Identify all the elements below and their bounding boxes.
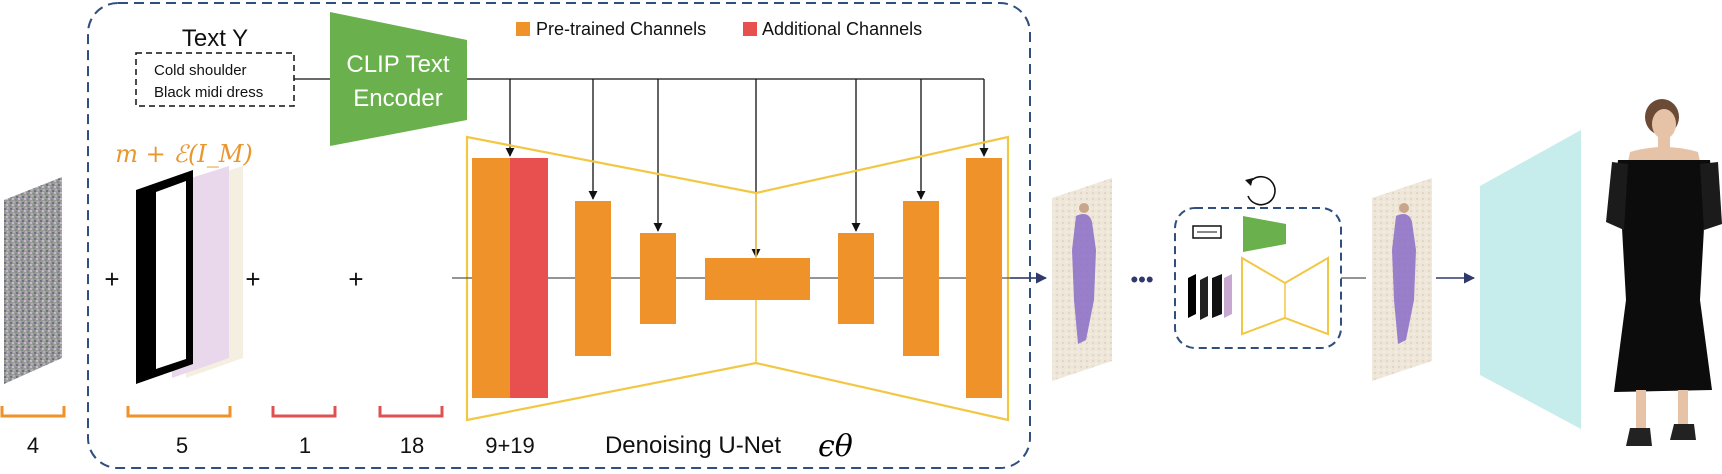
mini-input-stack-1 xyxy=(1188,274,1196,318)
count-unet-input: 9+19 xyxy=(485,433,535,458)
count-noise: 4 xyxy=(27,433,39,458)
encoder-label-line2: Encoder xyxy=(353,85,442,112)
text-input-title: Text Y xyxy=(182,25,248,52)
figure-head-1 xyxy=(1079,203,1089,213)
bracket-noise xyxy=(0,406,66,418)
noise-latent xyxy=(4,177,62,384)
legend-swatch-pretrained xyxy=(516,22,530,36)
unet-up-block-1 xyxy=(838,233,874,324)
black-dress xyxy=(1612,160,1716,392)
unet-down-block-1 xyxy=(575,201,611,356)
unet-input-block-pretrained xyxy=(472,158,510,398)
count-mask: 5 xyxy=(176,433,188,458)
clip-text-encoder xyxy=(330,12,467,146)
legend-label-pretrained: Pre-trained Channels xyxy=(536,19,706,39)
figure-head-2 xyxy=(1399,203,1409,213)
unet-label: Denoising U-Net xyxy=(605,432,781,459)
repeat-block-frame xyxy=(1174,207,1342,349)
dress-figure-1 xyxy=(1072,214,1096,344)
loop-arrowhead-icon xyxy=(1245,178,1253,186)
model-shoe-left xyxy=(1626,428,1652,446)
unet-input-block-additional xyxy=(510,158,548,398)
ellipsis: ••• xyxy=(1130,267,1153,292)
mini-input-stack-3 xyxy=(1212,274,1222,318)
text-input-line1: Cold shoulder xyxy=(154,62,247,79)
generated-image xyxy=(1606,99,1722,446)
plus-1: + xyxy=(104,264,119,294)
plus-3: + xyxy=(348,264,363,294)
bracket-one xyxy=(271,406,337,418)
mask-formula: m + ℰ(I_M) xyxy=(115,140,252,168)
model-leg-right xyxy=(1678,390,1688,426)
model-leg-left xyxy=(1636,390,1646,430)
loop-arrow-icon xyxy=(1247,175,1276,206)
unet-symbol: ϵθ xyxy=(818,429,853,464)
legend-label-additional: Additional Channels xyxy=(762,19,922,39)
unet-down-block-2 xyxy=(640,233,676,324)
count-eighteen: 18 xyxy=(400,433,424,458)
mini-input-stack-2 xyxy=(1200,276,1208,320)
dress-ruffle-right xyxy=(1700,162,1722,230)
unet-up-block-2 xyxy=(903,201,939,356)
text-input-box xyxy=(135,52,295,107)
dress-figure-2 xyxy=(1392,214,1416,344)
image-decoder xyxy=(1480,130,1581,429)
plus-2: + xyxy=(245,264,260,294)
unet-output-block xyxy=(966,158,1002,398)
unet-bottleneck-block xyxy=(705,258,810,300)
legend-swatch-additional xyxy=(743,22,757,36)
bracket-mask xyxy=(126,406,232,418)
mini-input-stack-4 xyxy=(1224,274,1232,318)
model-face xyxy=(1652,109,1676,139)
dress-ruffle-left xyxy=(1606,162,1628,230)
mask-white-region xyxy=(156,181,186,369)
model-shoulders xyxy=(1628,147,1700,162)
bracket-eighteen xyxy=(378,406,444,418)
count-one: 1 xyxy=(299,433,311,458)
mini-text-box-icon xyxy=(1192,225,1222,239)
model-frame xyxy=(87,2,1031,469)
encoder-label-line1: CLIP Text xyxy=(346,51,450,78)
text-input-line2: Black midi dress xyxy=(154,84,263,101)
model-shoe-right xyxy=(1670,424,1696,440)
mini-encoder-icon xyxy=(1243,216,1286,252)
